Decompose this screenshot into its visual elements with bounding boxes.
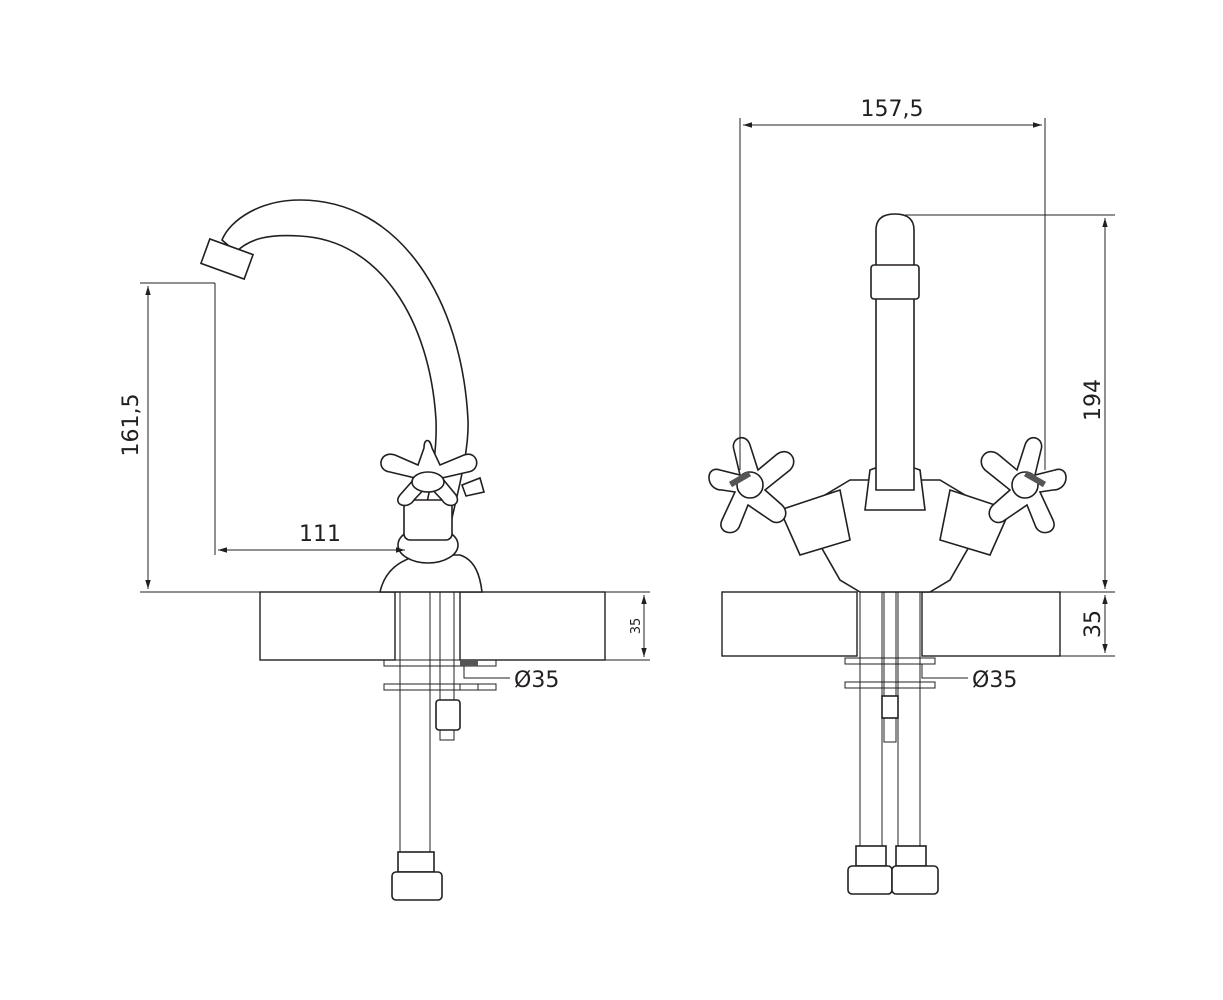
left-cross-handle bbox=[708, 436, 795, 534]
counter-thickness-label: 35 bbox=[1081, 610, 1106, 638]
washer bbox=[383, 659, 497, 667]
washer-lower bbox=[383, 683, 497, 691]
hose-nut bbox=[391, 871, 443, 901]
nut bbox=[881, 695, 899, 719]
supply-hose bbox=[399, 591, 431, 863]
left-valve bbox=[778, 488, 851, 556]
reach-dimension-label: 111 bbox=[299, 522, 341, 547]
countertop-section bbox=[259, 591, 606, 661]
aerator-nut bbox=[870, 264, 920, 300]
spout-tube bbox=[875, 213, 915, 491]
height-dimension-label: 194 bbox=[1081, 379, 1106, 421]
side-view: 161,5 111 35 Ø35 bbox=[119, 199, 650, 901]
hose-nut-right bbox=[891, 865, 939, 895]
counter-thickness-label: 35 bbox=[629, 618, 644, 635]
spout bbox=[221, 199, 469, 591]
base bbox=[378, 554, 483, 593]
cross-handle bbox=[380, 439, 478, 507]
countertop-section bbox=[721, 591, 1061, 657]
supply-hose-left bbox=[859, 591, 883, 855]
aerator bbox=[199, 237, 255, 281]
lever-tip bbox=[460, 476, 486, 497]
hole-diameter-label: Ø35 bbox=[514, 668, 559, 693]
height-dimension-label: 161,5 bbox=[119, 394, 144, 457]
front-view: 157,5 194 35 Ø35 bbox=[708, 97, 1115, 895]
mounting-stud bbox=[883, 591, 897, 743]
valve-bonnet bbox=[403, 499, 453, 541]
hose-nut-left bbox=[847, 865, 893, 895]
hose-fitting bbox=[397, 851, 435, 873]
hole-diameter-label: Ø35 bbox=[972, 668, 1017, 693]
right-cross-handle bbox=[980, 436, 1067, 534]
nut bbox=[435, 699, 461, 731]
width-dimension-label: 157,5 bbox=[861, 97, 924, 122]
supply-hose-right bbox=[897, 591, 921, 855]
